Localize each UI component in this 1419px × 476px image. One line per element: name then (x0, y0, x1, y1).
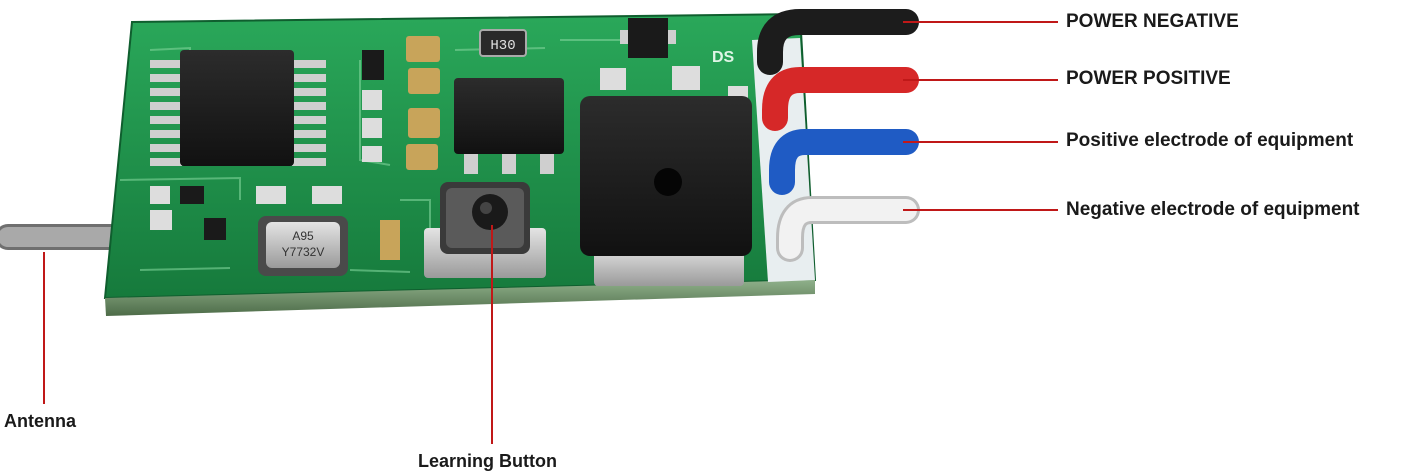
learning-button-component (424, 182, 546, 278)
silk-marking: DS (712, 49, 735, 66)
crystal-oscillator: A95 Y7732V (258, 216, 348, 276)
label-learning-button: Learning Button (418, 451, 557, 471)
wire-blue (769, 129, 919, 195)
ic-chip (150, 50, 326, 166)
regulator-ic (454, 78, 564, 174)
label-positive-electrode: Positive electrode of equipment (1066, 130, 1354, 151)
crystal-marking-2: Y7732V (282, 245, 325, 259)
transistor (620, 18, 676, 58)
label-power-positive: POWER POSITIVE (1066, 68, 1231, 89)
wire-red (762, 67, 919, 131)
smd-components (150, 36, 748, 260)
wire-white (776, 196, 920, 262)
label-negative-electrode: Negative electrode of equipment (1066, 199, 1360, 220)
label-power-negative: POWER NEGATIVE (1066, 11, 1239, 32)
inductor: H30 (479, 29, 527, 57)
label-antenna: Antenna (4, 411, 76, 431)
mosfet (580, 96, 752, 286)
wire-black (757, 9, 919, 75)
inductor-marking: H30 (490, 38, 515, 54)
crystal-marking-1: A95 (292, 229, 314, 243)
